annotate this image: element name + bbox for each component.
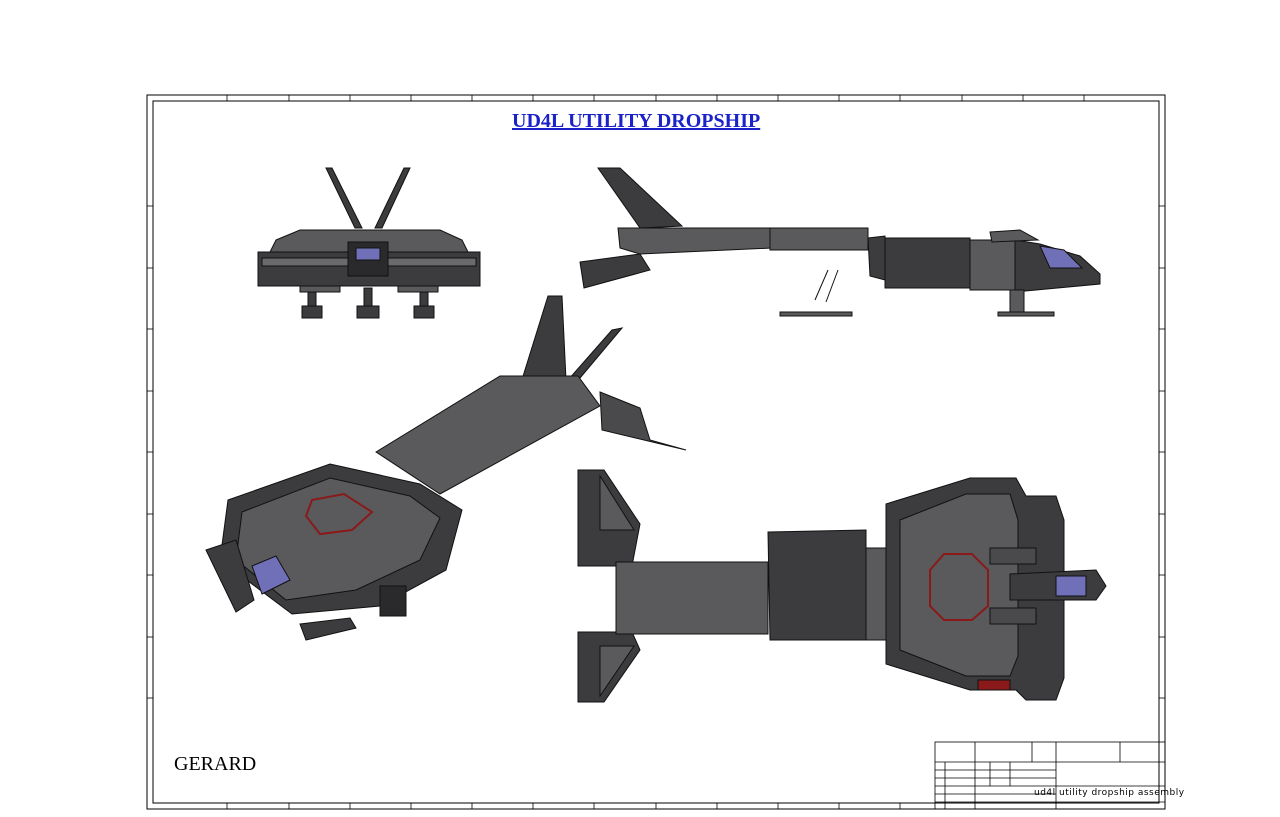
isometric-view (205, 295, 687, 641)
top-view (577, 469, 1107, 703)
drawing-title[interactable]: UD4L UTILITY DROPSHIP (512, 110, 761, 132)
side-view (579, 167, 1101, 317)
front-view (257, 167, 481, 319)
title-block-description: ud4l utility dropship assembly (1034, 788, 1185, 798)
zone-ticks (147, 95, 1165, 809)
title-block (934, 741, 1166, 810)
author-name: GERARD (174, 753, 257, 775)
